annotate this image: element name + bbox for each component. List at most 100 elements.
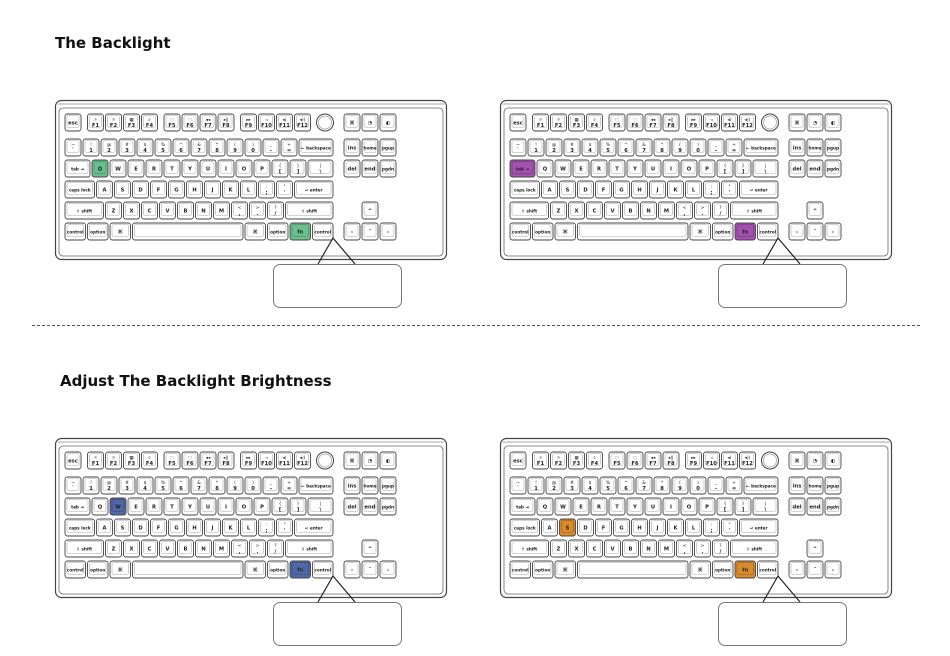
key-sublabel: _ (269, 143, 273, 148)
key-w: W (554, 159, 572, 178)
key-label: F9 (690, 123, 698, 129)
key--: ‹ (343, 222, 361, 241)
key-sublabel: { (279, 163, 282, 169)
key-pgup: pgup (379, 476, 397, 495)
key-t: T (608, 497, 626, 516)
key-label: E (579, 505, 583, 511)
key-control: control (757, 222, 779, 241)
key-label: L (247, 526, 251, 532)
key-label: ◔ (368, 121, 373, 127)
key--: ;: (703, 518, 720, 537)
key--shift: ⇧ shift (730, 201, 779, 220)
key-s: S (114, 180, 131, 199)
key-label: K (228, 526, 233, 532)
key--: ⌘ (689, 560, 711, 579)
key-sublabel: ◂◂ (651, 456, 656, 461)
key-label: 6 (179, 148, 183, 154)
key-0: 0) (244, 138, 262, 157)
key-f2: F2☼ (550, 451, 567, 470)
key-label: F (157, 526, 161, 532)
key-o: O (235, 497, 253, 516)
key-1: 1! (82, 138, 100, 157)
key-label: C (593, 547, 597, 553)
key-sublabel: | (320, 163, 322, 169)
key-label: 4 (143, 486, 147, 492)
key-label: M (219, 209, 224, 215)
key-label: option (270, 230, 285, 235)
key-label: ⌘ (563, 230, 568, 236)
key-f5: F5◌ (608, 113, 626, 132)
key-label: ; (710, 190, 712, 196)
key-label: fn (297, 568, 303, 574)
key-sublabel: ◂◂ (651, 118, 656, 123)
key--: `~ (509, 138, 527, 157)
key-sublabel: < (238, 543, 242, 549)
key-label: , (684, 211, 686, 217)
key-0: 0) (244, 476, 262, 495)
key-sublabel: ) (697, 142, 699, 148)
key-label: / (720, 211, 722, 217)
key-home: home (806, 476, 824, 495)
key-label: 9 (678, 486, 682, 492)
key-end: end (806, 497, 824, 516)
key-4: 4$ (136, 476, 154, 495)
key-label: home (363, 484, 376, 489)
key-label: 4 (588, 148, 592, 154)
key-label: home (808, 146, 821, 151)
key-label: B (184, 209, 188, 215)
key-label: ˇ (369, 230, 372, 236)
key-label: ← backspace (746, 146, 776, 151)
key--shift: ⇧ shift (285, 539, 334, 558)
key-f1: F1☼ (532, 113, 549, 132)
key-label: › (387, 568, 389, 574)
key--: ,< (676, 539, 693, 558)
key-2: 2@ (545, 476, 563, 495)
key-label: = (732, 148, 736, 154)
key-label: I (225, 167, 227, 173)
key-label: J (656, 188, 659, 194)
key-label: tab ⇥ (516, 505, 529, 510)
key--backspace: ← backspace (298, 138, 334, 157)
key-label: . (702, 211, 704, 217)
key-home: home (361, 476, 379, 495)
key-b: B (177, 539, 194, 558)
key-label: - (715, 148, 717, 154)
key-f3: F3▦ (568, 451, 585, 470)
rotary-knob (316, 113, 334, 132)
key-label: F7 (204, 123, 212, 129)
key-fn: fn (289, 560, 311, 579)
key-c: C (141, 201, 158, 220)
key-label: F (602, 188, 606, 194)
key-sublabel: > (256, 543, 260, 549)
key-sublabel: ◂) (282, 455, 286, 461)
key-f6: F6◌ (181, 451, 199, 470)
key--: › (379, 560, 397, 579)
key-r: R (590, 497, 608, 516)
key-label: , (239, 211, 241, 217)
key-label: 6 (624, 148, 628, 154)
key-2: 2@ (545, 138, 563, 157)
key-x: X (123, 201, 140, 220)
key-p: P (253, 159, 271, 178)
key-label: ◐ (831, 459, 836, 465)
key-f7: F7◂◂ (644, 113, 662, 132)
key-label: N (646, 547, 650, 553)
key-label: 4 (143, 148, 147, 154)
key-f12: F12◂)) (739, 113, 756, 132)
key-u: U (644, 159, 662, 178)
key-label: O (687, 505, 692, 511)
key-caps-lock: caps lock (64, 180, 95, 199)
knob-icon (761, 113, 779, 132)
key-label: G (174, 526, 178, 532)
key-label: [ (279, 507, 282, 513)
key-label: C (148, 547, 152, 553)
key-label: 8 (660, 486, 664, 492)
key-label: K (673, 526, 678, 532)
key-sublabel: ☼ (538, 117, 542, 123)
key-label: H (192, 188, 196, 194)
key-label: end (810, 167, 821, 173)
key--: [{ (271, 497, 289, 516)
key-label: pgup (827, 146, 839, 151)
key-esc: esc (509, 113, 527, 132)
